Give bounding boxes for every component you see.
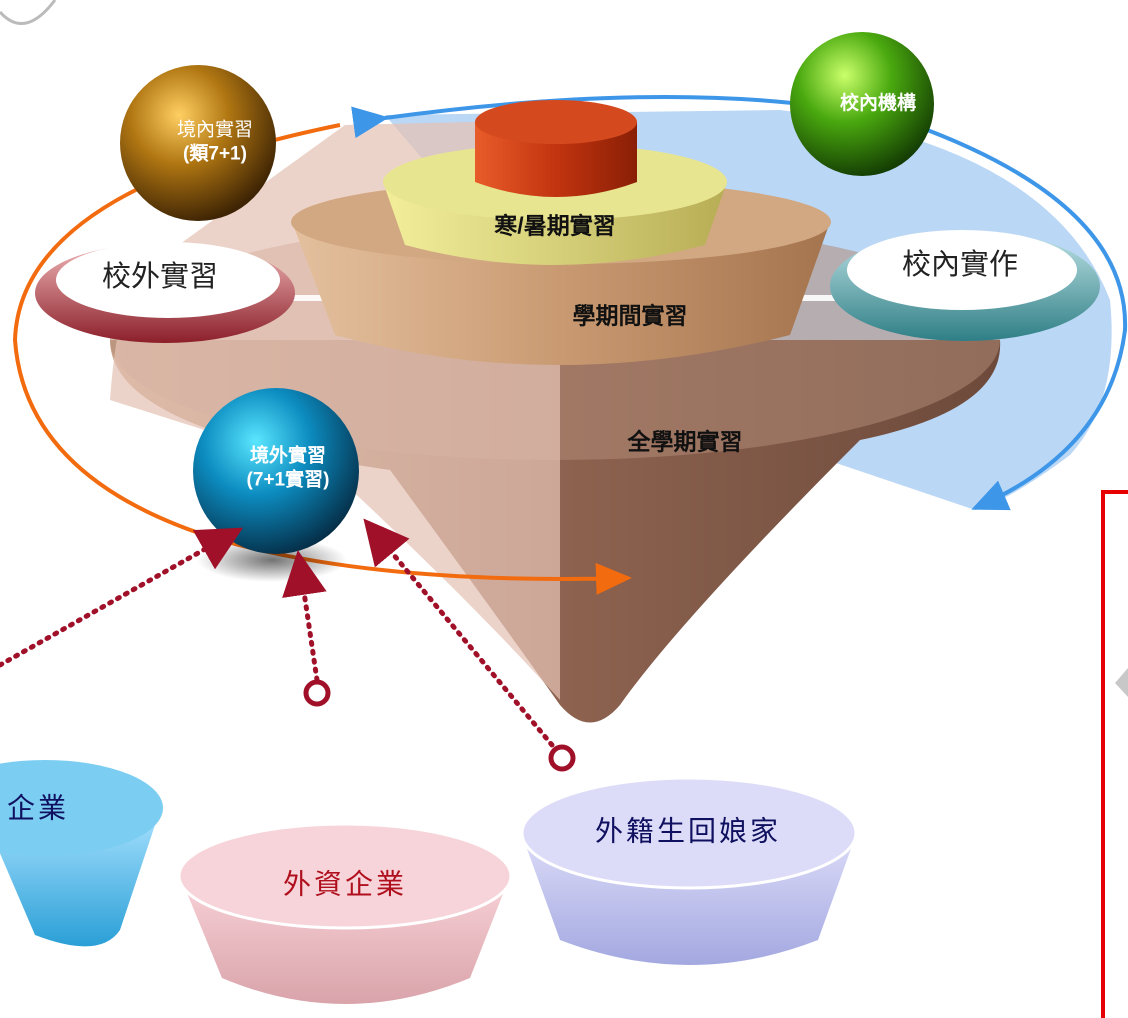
domestic-ball [120,65,276,221]
anchor-foreign-students [548,744,576,772]
arrow-foreign-capital [282,550,327,683]
foreign-students-bowl-top [520,776,858,890]
enterprise-bowl-top [0,760,163,856]
campus-pill-face [847,230,1077,310]
overseas-ball-line1: 境外實習 [249,445,327,467]
domestic-ball-label: 境內實習 (類7+1) [177,118,253,166]
campus-ball-label: 校內機構 [839,93,917,115]
domestic-ball-line2: (類7+1) [183,143,247,164]
campus-ball [790,32,934,176]
semester-tier-label: 學期間實習 [572,302,688,329]
campus-pill-label: 校內實作 [901,246,1019,281]
overseas-ball-label: 境外實習 (7+1實習) [247,444,330,492]
corner-fragment [0,0,57,25]
foreign-capital-bowl-top [177,822,513,930]
arrow-foreign-students [363,518,555,748]
arrow-enterprise [0,527,244,668]
vacation-tier-label: 寒/暑期實習 [494,212,616,239]
overseas-ball-line2: (7+1實習) [246,469,330,490]
foreign-students-label: 外籍生回娘家 [594,814,782,848]
offcampus-pill-face [56,242,280,318]
foreign-capital-label: 外資企業 [282,867,408,901]
offcampus-pill-label: 校外實習 [101,258,219,293]
anchor-foreign-capital [303,679,331,707]
core-cylinder-top [475,100,637,144]
full-semester-label: 全學期實習 [627,428,743,455]
frame-arrow-fragment [1115,668,1128,697]
red-frame [1101,490,1128,1018]
campus-ring [351,94,1128,511]
enterprise-label: 企業 [6,791,70,825]
overseas-ball [193,388,359,554]
domestic-ball-line1: 境內實習 [176,119,254,141]
